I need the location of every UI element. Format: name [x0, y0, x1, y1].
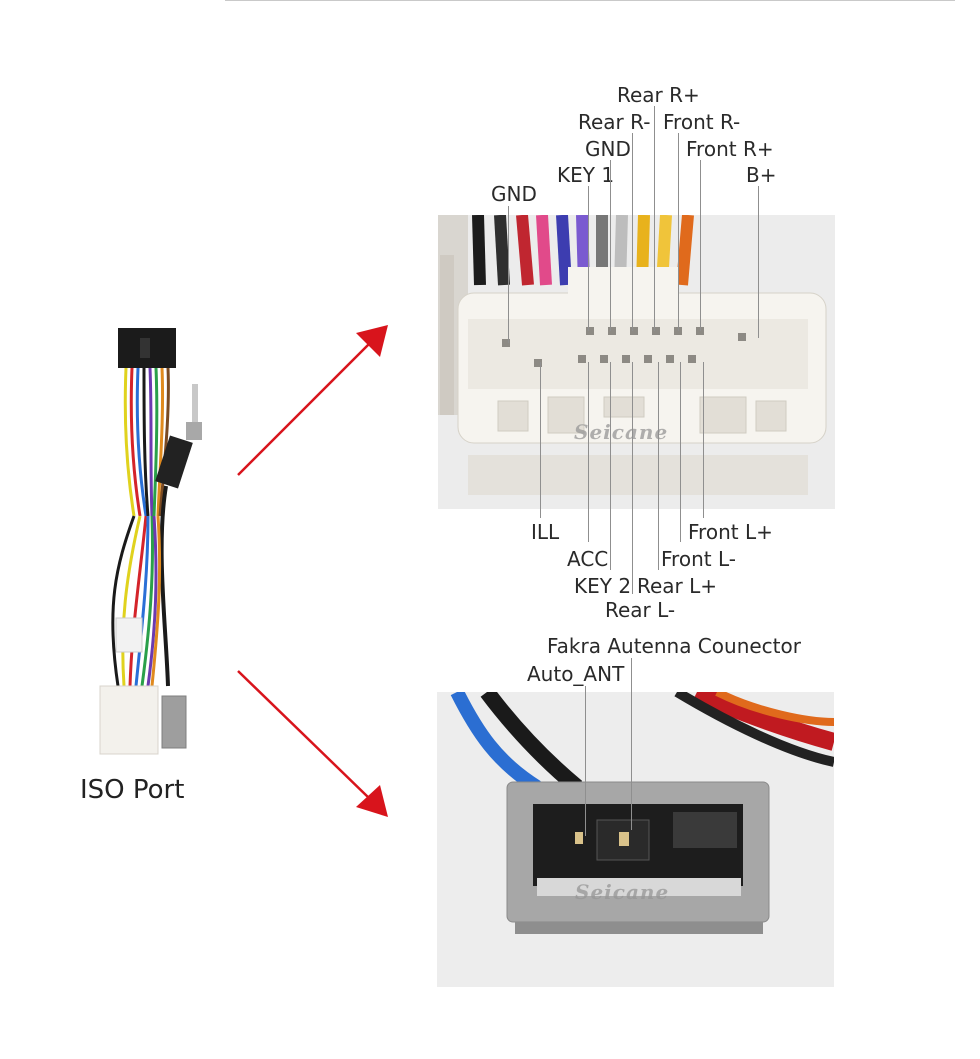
iso-harness-image: [96, 326, 216, 756]
label-front-l-minus: Front L-: [661, 547, 736, 571]
label-fakra-connector: Fakra Autenna Counector: [547, 634, 801, 658]
lead-ill: [540, 362, 541, 518]
lead-rear-l-plus: [658, 362, 659, 570]
label-rear-l-minus: Rear L-: [605, 598, 676, 622]
lead-auto-ant: [585, 686, 586, 836]
lead-b-plus: [758, 186, 759, 338]
arrows: [237, 325, 388, 817]
label-auto-ant: Auto_ANT: [527, 662, 625, 686]
lead-front-l-minus: [680, 362, 681, 542]
label-acc: ACC: [567, 547, 609, 571]
label-front-l-plus: Front L+: [688, 520, 773, 544]
lead-front-r-minus: [678, 133, 679, 331]
label-gnd-center: GND: [585, 137, 631, 161]
lead-key-2: [610, 362, 611, 570]
lead-rear-l-minus: [632, 362, 633, 594]
top-rule: [225, 0, 955, 1]
lead-key-1: [588, 186, 589, 331]
lead-front-l-plus: [703, 362, 704, 518]
watermark-bottom: Seicane: [575, 880, 670, 904]
lead-gnd-left: [508, 206, 509, 343]
label-front-r-minus: Front R-: [663, 110, 741, 134]
label-rear-r-minus: Rear R-: [578, 110, 651, 134]
lead-acc: [588, 362, 589, 542]
label-key-1: KEY 1: [557, 163, 615, 187]
lead-fakra: [631, 658, 632, 830]
lead-rear-r-plus: [654, 106, 655, 331]
label-rear-r-plus: Rear R+: [617, 83, 700, 107]
label-gnd-left: GND: [491, 182, 537, 206]
lead-gnd-center: [610, 160, 611, 331]
label-ill: ILL: [531, 520, 560, 544]
label-b-plus: B+: [746, 163, 777, 187]
label-key-2: KEY 2: [574, 574, 632, 598]
lead-front-r-plus: [700, 160, 701, 331]
watermark-top: Seicane: [574, 420, 669, 444]
label-rear-l-plus: Rear L+: [637, 574, 718, 598]
iso-port-label: ISO Port: [80, 775, 185, 805]
lead-rear-r-minus: [632, 133, 633, 331]
antenna-connector-photo: Seicane: [437, 692, 834, 987]
label-front-r-plus: Front R+: [686, 137, 774, 161]
main-connector-photo: Seicane: [438, 215, 835, 509]
